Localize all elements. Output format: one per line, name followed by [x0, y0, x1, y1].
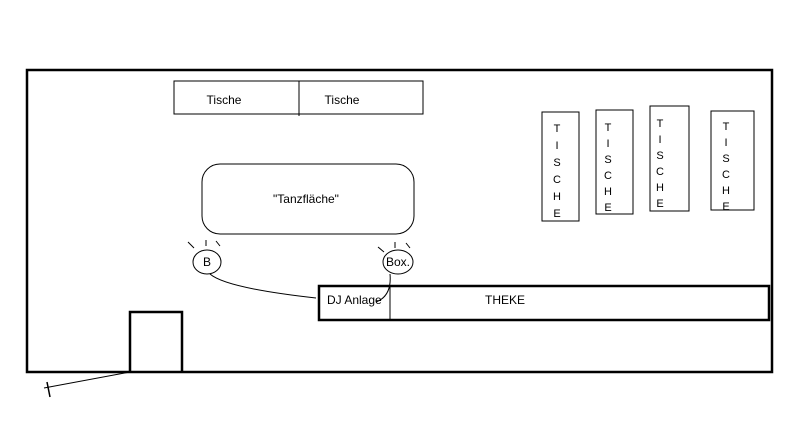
- side-table-2: [595, 109, 634, 215]
- dj-label: DJ Anlage: [327, 293, 382, 307]
- speaker-left-label: B: [203, 255, 211, 269]
- speaker-right: Box.: [377, 242, 414, 275]
- side-table-3: [649, 105, 690, 212]
- speaker-left: B: [187, 240, 222, 275]
- side-table-1: [541, 111, 580, 222]
- room-outline: [25, 68, 774, 374]
- entrance-path: [43, 371, 131, 389]
- top-table-right-label: Tische: [325, 93, 360, 107]
- dance-floor-label: "Tanzfläche": [273, 192, 339, 206]
- top-table-left-label: Tische: [207, 93, 242, 107]
- cable-left: [209, 273, 317, 299]
- entrance-mark: [46, 381, 51, 398]
- dance-floor: [201, 163, 415, 235]
- bar-counter: [317, 284, 771, 322]
- side-table-4: [710, 110, 755, 211]
- door: [128, 310, 184, 372]
- bar-label: THEKE: [485, 293, 525, 307]
- cable-right: [375, 273, 391, 303]
- speaker-right-label: Box.: [386, 255, 410, 269]
